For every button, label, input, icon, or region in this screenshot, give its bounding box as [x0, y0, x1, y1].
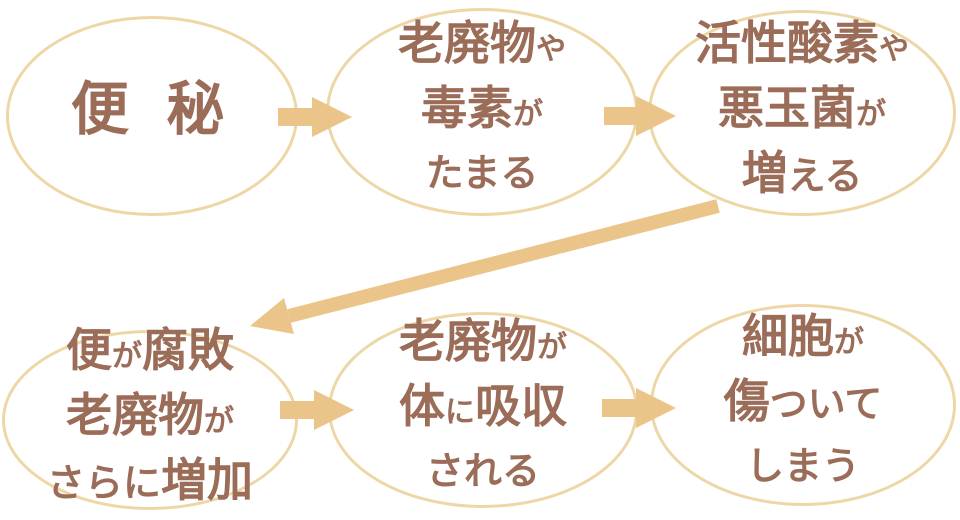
- text-segment: 活性酸素: [695, 15, 879, 70]
- text-segment: 吸収: [475, 379, 567, 433]
- text-segment: しまう: [745, 444, 860, 488]
- text-segment: たまる: [425, 151, 539, 195]
- node-stool-rots-waste-increases: 便が腐敗 老廃物が さらに増加: [2, 323, 298, 510]
- text-segment: が: [204, 403, 234, 439]
- text-segment: される: [425, 449, 540, 493]
- text-segment: 悪玉菌: [718, 80, 856, 135]
- text-segment: 細胞: [742, 309, 834, 363]
- text-segment: える: [787, 153, 863, 198]
- node-waste-toxins-accumulate: 老廃物や 毒素が たまる: [326, 8, 638, 216]
- node-line: しまう: [746, 439, 860, 501]
- node-line: 傷ついて: [724, 374, 883, 439]
- text-segment: 老廃物: [399, 314, 537, 368]
- node-line: たまる: [426, 146, 539, 208]
- node-line: さらに増加: [47, 453, 253, 518]
- text-segment: 毒素: [421, 81, 513, 135]
- node-line: 細胞が: [742, 309, 864, 374]
- text-segment: 増加: [161, 452, 253, 507]
- text-segment: 増: [741, 145, 788, 200]
- node-line: 体に吸収: [399, 379, 567, 444]
- text-segment: が: [513, 97, 543, 132]
- node-line: される: [426, 444, 540, 506]
- text-segment: 老廃物: [66, 387, 204, 442]
- text-segment: 便 秘: [70, 74, 234, 143]
- node-waste-absorbed-by-body: 老廃物が 体に吸収 される: [328, 312, 638, 508]
- text-segment: や: [536, 32, 566, 67]
- arrow-shaft: [287, 199, 720, 323]
- node-line: 便 秘: [71, 80, 233, 151]
- text-segment: 老廃物: [398, 16, 536, 70]
- arrow-head: [250, 298, 294, 334]
- node-line: 老廃物や: [398, 16, 566, 81]
- node-active-oxygen-bad-bacteria-increase: 活性酸素や 悪玉菌が 増える: [648, 10, 956, 216]
- text-segment: 傷: [723, 374, 770, 428]
- text-segment: 体: [399, 379, 445, 433]
- node-line: 毒素が: [421, 81, 543, 146]
- text-segment: が: [537, 330, 567, 365]
- text-segment: が: [834, 325, 864, 360]
- text-segment: 腐敗: [142, 322, 234, 377]
- text-segment: が: [112, 338, 142, 374]
- node-line: 老廃物が: [399, 314, 567, 379]
- node-cells-get-damaged: 細胞が 傷ついて しまう: [650, 304, 956, 506]
- node-line: 増える: [742, 146, 863, 211]
- node-line: 活性酸素や: [695, 16, 909, 81]
- text-segment: さらに: [46, 460, 161, 505]
- text-segment: が: [856, 96, 886, 132]
- node-line: 悪玉菌が: [718, 81, 886, 146]
- text-segment: や: [879, 31, 909, 67]
- text-segment: に: [445, 395, 475, 430]
- node-line: 老廃物が: [66, 388, 234, 453]
- node-line: 便が腐敗: [66, 323, 234, 388]
- text-segment: 便: [66, 322, 112, 377]
- node-benpi: 便 秘: [6, 16, 298, 216]
- text-segment: ついて: [769, 382, 883, 426]
